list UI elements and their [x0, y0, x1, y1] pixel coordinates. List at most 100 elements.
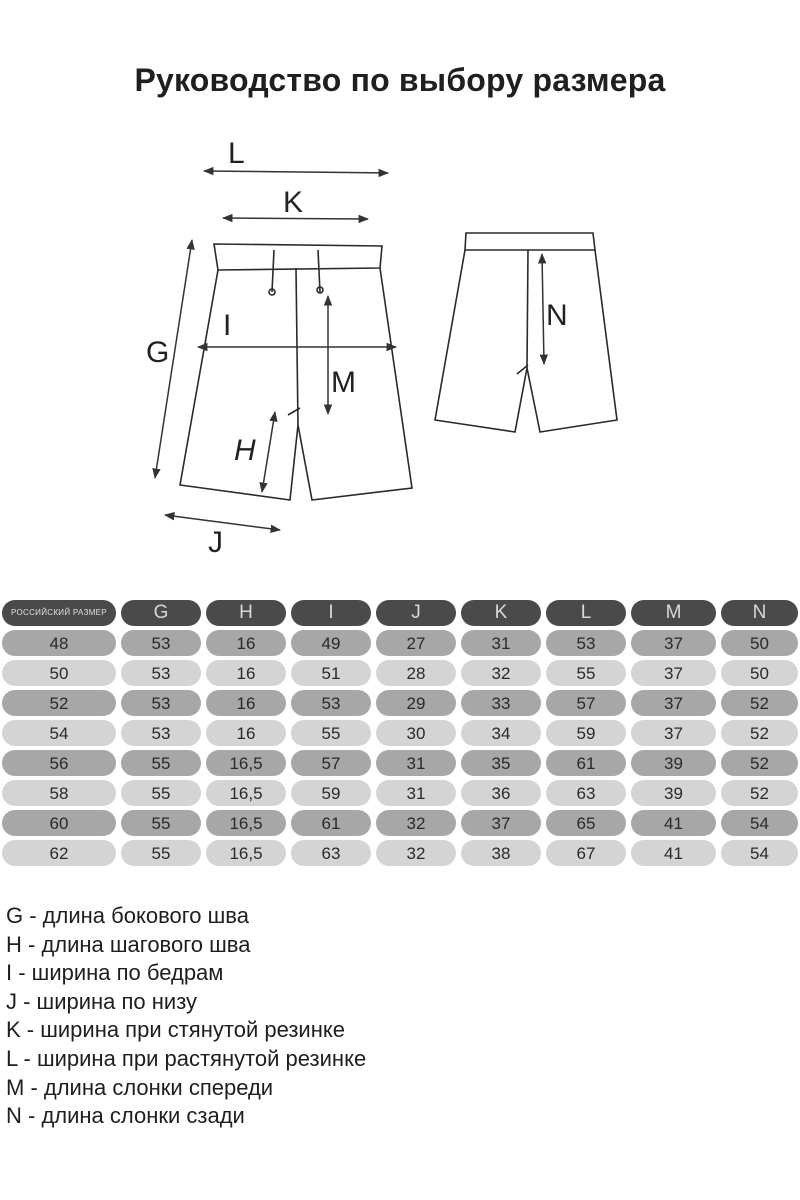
- table-cell: 55: [121, 750, 201, 776]
- table-cell: 58: [2, 780, 116, 806]
- table-cell: 41: [631, 810, 716, 836]
- table-cell: 56: [2, 750, 116, 776]
- arrow-n: [537, 252, 549, 366]
- table-cell: 31: [376, 750, 456, 776]
- label-n: N: [546, 299, 568, 332]
- table-cell: 27: [376, 630, 456, 656]
- table-cell: 32: [376, 810, 456, 836]
- table-cell: 63: [291, 840, 371, 866]
- table-cell: 28: [376, 660, 456, 686]
- header-cell: N: [721, 600, 798, 626]
- table-cell: 16: [206, 630, 286, 656]
- table-cell: 52: [721, 750, 798, 776]
- table-cell: 53: [121, 720, 201, 746]
- table-cell: 33: [461, 690, 541, 716]
- table-cell: 53: [121, 660, 201, 686]
- table-cell: 53: [121, 630, 201, 656]
- measurement-arrows: [152, 166, 549, 533]
- table-cell: 51: [291, 660, 371, 686]
- table-cell: 59: [291, 780, 371, 806]
- table-cell: 53: [121, 690, 201, 716]
- table-cell: 55: [546, 660, 626, 686]
- shorts-measurement-diagram: L K G I M H J N: [146, 137, 618, 559]
- arrow-j: [163, 512, 282, 533]
- table-cell: 16: [206, 720, 286, 746]
- table-cell: 29: [376, 690, 456, 716]
- table-cell: 31: [461, 630, 541, 656]
- table-cell: 16: [206, 690, 286, 716]
- table-cell: 37: [631, 720, 716, 746]
- table-cell: 39: [631, 750, 716, 776]
- table-cell: 39: [631, 780, 716, 806]
- table-cell: 55: [121, 780, 201, 806]
- legend-item: K - ширина при стянутой резинке: [6, 1017, 345, 1043]
- table-cell: 53: [291, 690, 371, 716]
- table-cell: 52: [721, 780, 798, 806]
- header-cell: РОССИЙСКИЙ РАЗМЕР: [2, 600, 116, 626]
- label-j: J: [208, 526, 223, 559]
- table-header-row: РОССИЙСКИЙ РАЗМЕР G H I J K L M N: [0, 600, 800, 626]
- table-cell: 54: [2, 720, 116, 746]
- legend-item: I - ширина по бедрам: [6, 960, 224, 986]
- table-cell: 49: [291, 630, 371, 656]
- arrow-k: [221, 213, 370, 224]
- table-cell: 37: [631, 630, 716, 656]
- table-cell: 34: [461, 720, 541, 746]
- table-cell: 57: [291, 750, 371, 776]
- table-cell: 50: [721, 630, 798, 656]
- table-cell: 30: [376, 720, 456, 746]
- arrow-l: [202, 166, 390, 178]
- label-i: I: [223, 309, 231, 342]
- table-cell: 41: [631, 840, 716, 866]
- table-cell: 32: [376, 840, 456, 866]
- table-cell: 55: [121, 810, 201, 836]
- table-cell: 50: [721, 660, 798, 686]
- arrow-g: [152, 238, 195, 480]
- measurement-legend: G - длина бокового шва H - длина шаговог…: [6, 902, 786, 1131]
- table-cell: 59: [546, 720, 626, 746]
- table-cell: 55: [121, 840, 201, 866]
- header-cell: M: [631, 600, 716, 626]
- header-cell: G: [121, 600, 201, 626]
- table-cell: 52: [2, 690, 116, 716]
- table-cell: 54: [721, 840, 798, 866]
- table-cell: 61: [291, 810, 371, 836]
- back-shorts-outline: [434, 232, 618, 433]
- label-l: L: [228, 137, 245, 170]
- table-cell: 37: [461, 810, 541, 836]
- table-cell: 65: [546, 810, 626, 836]
- table-cell: 31: [376, 780, 456, 806]
- table-cell: 16,5: [206, 750, 286, 776]
- table-cell: 53: [546, 630, 626, 656]
- page-title: Руководство по выбору размера: [134, 62, 666, 98]
- table-cell: 61: [546, 750, 626, 776]
- label-k: K: [283, 186, 303, 219]
- table-cell: 16,5: [206, 810, 286, 836]
- table-cell: 32: [461, 660, 541, 686]
- label-h: H: [234, 434, 256, 467]
- table-cell: 16: [206, 660, 286, 686]
- table-cell: 38: [461, 840, 541, 866]
- arrow-h: [259, 410, 278, 494]
- table-cell: 50: [2, 660, 116, 686]
- header-cell: J: [376, 600, 456, 626]
- table-cell: 52: [721, 720, 798, 746]
- table-cell: 54: [721, 810, 798, 836]
- table-cell: 67: [546, 840, 626, 866]
- table-cell: 36: [461, 780, 541, 806]
- legend-item: L - ширина при растянутой резинке: [6, 1045, 367, 1071]
- legend-item: N - длина слонки сзади: [6, 1103, 245, 1129]
- table-cell: 16,5: [206, 780, 286, 806]
- label-m: M: [331, 366, 356, 399]
- legend-item: H - длина шагового шва: [6, 931, 251, 957]
- table-cell: 35: [461, 750, 541, 776]
- table-cell: 37: [631, 690, 716, 716]
- table-cell: 62: [2, 840, 116, 866]
